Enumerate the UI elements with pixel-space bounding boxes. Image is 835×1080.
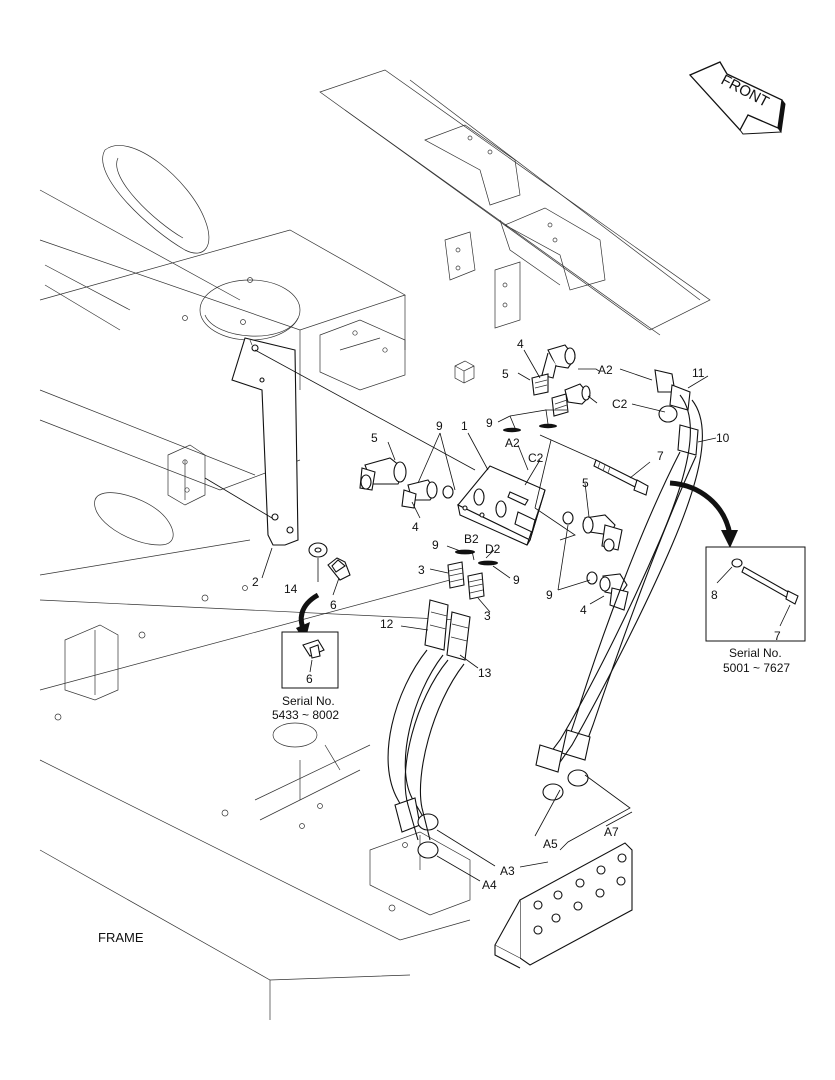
- upper-elbow-fitting-c2: [551, 383, 591, 417]
- callout-c2-top: C2: [612, 397, 628, 411]
- callout-3-right: 3: [484, 609, 491, 623]
- left-elbow-fitting-part-4: [401, 479, 454, 509]
- callout-d2: D2: [485, 542, 501, 556]
- upper-elbow-fitting-a2: [531, 344, 576, 396]
- callout-a7: A7: [604, 825, 619, 839]
- callout-9-left: 9: [432, 538, 439, 552]
- callout-9-b: 9: [513, 573, 520, 587]
- inset-left-box: 6: [281, 631, 339, 689]
- inset-left-serial-label: Serial No.: [282, 694, 335, 708]
- small-cube: [454, 360, 475, 384]
- inset-right-part-a-label: 8: [711, 588, 718, 602]
- leader-lines: [204, 349, 717, 882]
- callout-6: 6: [330, 598, 337, 612]
- o-ring-top-b: [539, 423, 557, 429]
- inset-arrow-right-head: [721, 530, 738, 548]
- callout-10: 10: [716, 431, 730, 445]
- callout-5-top: 5: [502, 367, 509, 381]
- frame-bolt-holes: [54, 135, 558, 912]
- callout-4-top: 4: [517, 337, 524, 351]
- callout-a5: A5: [543, 837, 558, 851]
- o-ring-top-a: [503, 427, 521, 433]
- inset-left-part-label: 6: [306, 672, 313, 686]
- callout-labels: 4 5 A2 C2 9 11 10 5 9 1 A2 C2 7 5 4 B2 D…: [252, 337, 730, 892]
- bolt-part-6: [327, 557, 351, 581]
- callout-4-left: 4: [412, 520, 419, 534]
- valve-block-part-1: [457, 465, 546, 546]
- long-bolt-part-7: [593, 459, 649, 496]
- callout-9-right: 9: [546, 588, 553, 602]
- callout-2: 2: [252, 575, 259, 589]
- inset-right-serial-label: Serial No.: [729, 646, 782, 660]
- callout-a3: A3: [500, 864, 515, 878]
- mounting-bracket-part-2: [231, 337, 299, 546]
- callout-5-left: 5: [371, 431, 378, 445]
- adapter-part-3-right: [467, 572, 485, 600]
- callout-3-left: 3: [418, 563, 425, 577]
- inset-right-part-b-label: 7: [774, 629, 781, 643]
- inset-right-serial-range: 5001 ~ 7627: [723, 661, 790, 675]
- adapter-part-3-left: [447, 561, 465, 589]
- main-frame-structure: [39, 69, 711, 1020]
- inset-arrow-right: [669, 480, 733, 536]
- callout-13: 13: [478, 666, 492, 680]
- callout-12: 12: [380, 617, 394, 631]
- callout-9-mid: 9: [436, 419, 443, 433]
- washer-part-14: [308, 542, 328, 558]
- right-elbow-fitting-part-4: [586, 571, 629, 611]
- inset-right-box: 8 7: [705, 546, 806, 643]
- callout-a2-port: A2: [505, 436, 520, 450]
- right-elbow-fitting-part-5: [562, 511, 623, 552]
- callout-14: 14: [284, 582, 298, 596]
- left-elbow-fitting-part-5: [359, 457, 407, 491]
- callout-4-right: 4: [580, 603, 587, 617]
- hose-part-13: [404, 611, 471, 859]
- inset-left-serial-range: 5433 ~ 8002: [272, 708, 339, 722]
- callout-c2-port: C2: [528, 451, 544, 465]
- callout-1: 1: [461, 419, 468, 433]
- callout-a2-top: A2: [598, 363, 613, 377]
- callout-5-right: 5: [582, 476, 589, 490]
- callout-11: 11: [692, 366, 705, 380]
- o-ring-d2: [478, 560, 498, 566]
- callout-7: 7: [657, 449, 664, 463]
- hose-plate: [494, 842, 633, 969]
- callout-a4: A4: [482, 878, 497, 892]
- diagram-title: FRAME: [98, 930, 144, 945]
- hose-part-11: [535, 369, 703, 801]
- callout-9-top: 9: [486, 416, 493, 430]
- front-direction-arrow: FRONT: [688, 61, 786, 135]
- callout-b2: B2: [464, 532, 479, 546]
- hose-part-10: [561, 424, 699, 787]
